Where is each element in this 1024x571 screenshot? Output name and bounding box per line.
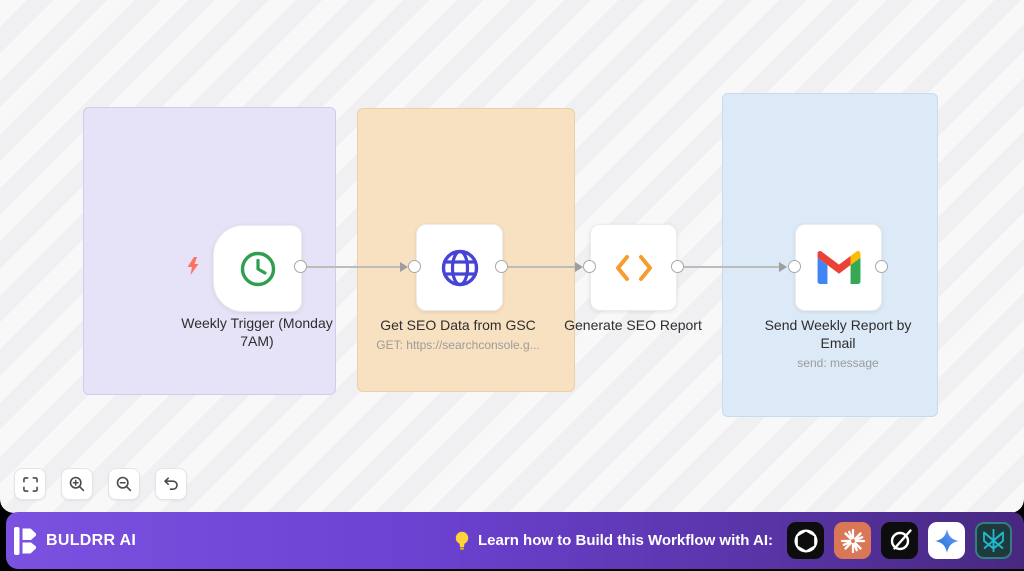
undo-icon (164, 477, 178, 490)
cta-text: Learn how to Build this Workflow with AI… (478, 532, 773, 549)
node-send-email[interactable] (795, 224, 882, 311)
buldrr-logo (14, 526, 36, 555)
perplexity-glyph (983, 529, 1004, 552)
output-port-generate-report[interactable] (671, 260, 684, 273)
openai-glyph (794, 529, 817, 552)
node-label-send-email: Send Weekly Report by Email send: messag… (752, 317, 924, 371)
output-port-weekly-trigger[interactable] (294, 260, 307, 273)
input-port-generate-report[interactable] (583, 260, 596, 273)
node-label-get-seo-data: Get SEO Data from GSC GET: https://searc… (358, 317, 558, 353)
node-get-seo-data[interactable] (416, 224, 503, 311)
node-subtitle: GET: https://searchconsole.g... (376, 337, 540, 352)
node-title: Get SEO Data from GSC (380, 317, 536, 333)
zoom-in-button[interactable] (61, 468, 93, 500)
node-label-weekly-trigger: Weekly Trigger (Monday 7AM) (166, 315, 348, 351)
grok-icon[interactable] (881, 522, 918, 559)
connector-1 (307, 266, 402, 268)
undo-button[interactable] (155, 468, 187, 500)
trigger-bolt-icon (187, 257, 199, 275)
connector-3 (684, 266, 782, 268)
node-title: Weekly Trigger (Monday 7AM) (181, 315, 333, 349)
node-weekly-trigger[interactable] (213, 225, 302, 312)
node-subtitle: send: message (797, 355, 879, 370)
claude-icon[interactable] (834, 522, 871, 559)
zoom-out-icon (116, 476, 132, 492)
clock-icon (240, 251, 275, 286)
output-port-send-email[interactable] (875, 260, 888, 273)
canvas-controls (14, 468, 187, 500)
zoom-in-icon (69, 476, 85, 492)
input-port-get-seo-data[interactable] (408, 260, 421, 273)
perplexity-icon[interactable] (975, 522, 1012, 559)
workflow-canvas[interactable]: Weekly Trigger (Monday 7AM) Get SEO Data… (0, 0, 1024, 513)
node-generate-report[interactable] (590, 224, 677, 311)
node-title: Generate SEO Report (564, 317, 702, 333)
openai-icon[interactable] (787, 522, 824, 559)
connector-1-arrowhead (400, 262, 408, 272)
grok-glyph (890, 528, 912, 550)
fit-view-icon (22, 476, 38, 492)
cta: Learn how to Build this Workflow with AI… (454, 531, 773, 551)
ai-icon-row (787, 522, 1012, 559)
input-port-send-email[interactable] (788, 260, 801, 273)
gmail-icon (817, 251, 860, 284)
connector-3-arrowhead (779, 262, 787, 272)
footer-bar: BULDRR AI Learn how to Build this Workfl… (6, 512, 1024, 569)
gemini-icon[interactable] (928, 522, 965, 559)
code-icon (615, 254, 652, 281)
output-port-get-seo-data[interactable] (495, 260, 508, 273)
connector-2 (508, 266, 578, 268)
globe-icon (441, 249, 478, 286)
node-title: Send Weekly Report by Email (764, 317, 912, 351)
zoom-out-button[interactable] (108, 468, 140, 500)
lightbulb-icon (455, 531, 469, 550)
brand: BULDRR AI (14, 526, 137, 555)
brand-name: BULDRR AI (46, 531, 137, 549)
claude-glyph (840, 528, 865, 553)
fit-view-button[interactable] (14, 468, 46, 500)
connector-2-arrowhead (575, 262, 583, 272)
node-label-generate-report: Generate SEO Report (533, 317, 733, 335)
gemini-glyph (934, 528, 959, 553)
